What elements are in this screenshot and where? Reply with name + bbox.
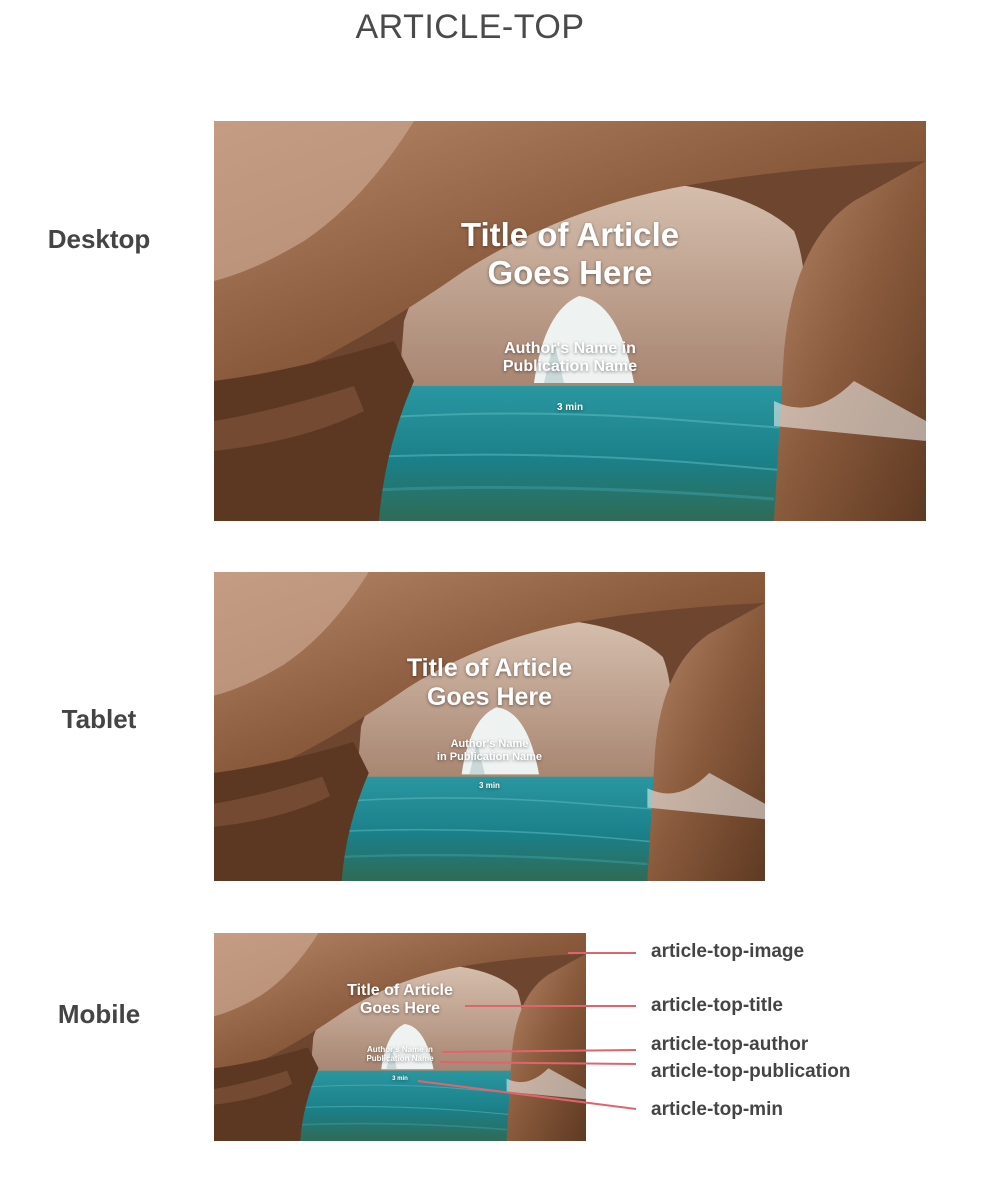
tablet-article-top-title: Title of Article Goes Here — [214, 654, 765, 712]
callout-label-title: article-top-title — [651, 995, 783, 1016]
desktop-article-top-author: Author's Name in Publication Name — [214, 340, 926, 377]
desktop-article-top-min: 3 min — [556, 402, 584, 413]
tablet-article-overlay: Title of Article Goes Here Author's Name… — [214, 572, 765, 881]
mobile-article-top-author: Author's Name in Publication Name — [214, 1045, 586, 1063]
tablet-article-top-min: 3 min — [479, 781, 500, 790]
desktop-article-overlay: Title of Article Goes Here Author's Name… — [214, 121, 926, 521]
callout-label-image: article-top-image — [651, 941, 805, 962]
title-line-1: Title of Article — [460, 216, 680, 253]
author-line-2: Publication Name — [366, 1054, 434, 1064]
title-line-2: Goes Here — [487, 253, 653, 291]
author-line-1: Author's Name in — [504, 340, 636, 357]
title-line-2: Goes Here — [359, 1000, 441, 1018]
tablet-article-top-author: Author's Name in Publication Name — [214, 738, 765, 763]
title-line-2: Goes Here — [426, 682, 553, 711]
desktop-article-top-title: Title of Article Goes Here — [214, 216, 926, 292]
title-line-1: Title of Article — [406, 654, 573, 682]
desktop-article-top-image: Title of Article Goes Here Author's Name… — [214, 121, 926, 521]
callout-label-min: article-top-min — [651, 1099, 783, 1120]
page-title: ARTICLE-TOP — [355, 8, 585, 46]
author-line-1: Author's Name — [450, 738, 529, 750]
author-line-2: in Publication Name — [436, 750, 543, 763]
row-label-tablet: Tablet — [61, 704, 137, 734]
mobile-article-top-image: Title of Article Goes Here Author's Name… — [214, 933, 586, 1141]
author-line-1: Author's Name in — [367, 1045, 433, 1054]
mobile-article-top-title: Title of Article Goes Here — [214, 982, 586, 1019]
tablet-article-top-image: Title of Article Goes Here Author's Name… — [214, 572, 765, 881]
row-label-mobile: Mobile — [57, 999, 141, 1029]
author-line-2: Publication Name — [502, 358, 638, 376]
mobile-article-top-min: 3 min — [392, 1076, 408, 1082]
mobile-article-overlay: Title of Article Goes Here Author's Name… — [214, 933, 586, 1141]
title-line-1: Title of Article — [347, 982, 453, 999]
row-label-desktop: Desktop — [47, 224, 151, 254]
callout-label-publication: article-top-publication — [651, 1061, 851, 1082]
callout-label-author: article-top-author — [651, 1034, 809, 1055]
